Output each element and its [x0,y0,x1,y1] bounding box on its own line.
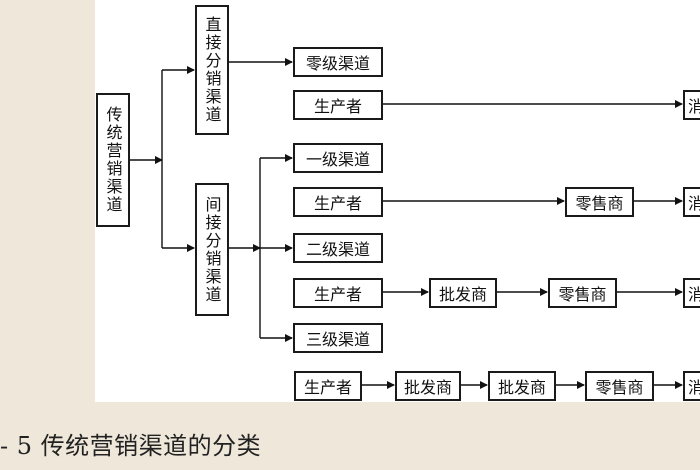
direct-channel-label: 直接分销渠道 [202,16,222,124]
one-level-channel: 一级渠道 [293,143,383,173]
producer-box: 生产者 [293,90,383,120]
zero-level-channel: 零级渠道 [293,47,383,77]
retailer-label: 零售商 [595,378,644,397]
direct-channel-node: 直接分销渠道 [195,5,229,135]
two-level-label: 二级渠道 [305,240,370,259]
wholesaler-box: 批发商 [395,371,461,401]
producer-box: 生产者 [293,278,383,308]
consumer-box: 消 [683,278,700,308]
root-node-label: 传统营销渠道 [103,106,123,214]
producer-label: 生产者 [303,378,352,397]
producer-box: 生产者 [294,371,362,401]
two-level-channel: 二级渠道 [293,233,383,263]
producer-box: 生产者 [293,187,383,217]
zero-level-label: 零级渠道 [305,54,370,73]
consumer-box: 消 [683,371,700,401]
consumer-label: 消 [688,281,700,305]
producer-label: 生产者 [313,194,362,213]
wholesaler-label: 批发商 [497,378,546,397]
wholesaler-label: 批发商 [403,378,452,397]
retailer-box: 零售商 [585,371,654,401]
retailer-label: 零售商 [558,285,607,304]
root-node: 传统营销渠道 [96,93,130,227]
consumer-label: 消 [688,190,700,214]
three-level-label: 三级渠道 [305,330,370,349]
consumer-label: 消 [688,374,700,398]
indirect-channel-node: 间接分销渠道 [195,183,229,316]
consumer-label: 消 [688,93,700,117]
retailer-box: 零售商 [548,278,617,308]
indirect-channel-label: 间接分销渠道 [202,195,222,304]
figure-caption: - 5 传统营销渠道的分类 [0,432,262,460]
wholesaler-box: 批发商 [488,371,556,401]
three-level-channel: 三级渠道 [293,323,383,353]
consumer-box: 消 [683,90,700,120]
producer-label: 生产者 [313,285,362,304]
retailer-box: 零售商 [565,187,634,217]
wholesaler-label: 批发商 [438,285,487,304]
producer-label: 生产者 [313,97,362,116]
wholesaler-box: 批发商 [429,278,497,308]
consumer-box: 消 [683,187,700,217]
retailer-label: 零售商 [575,194,624,213]
one-level-label: 一级渠道 [305,150,370,169]
